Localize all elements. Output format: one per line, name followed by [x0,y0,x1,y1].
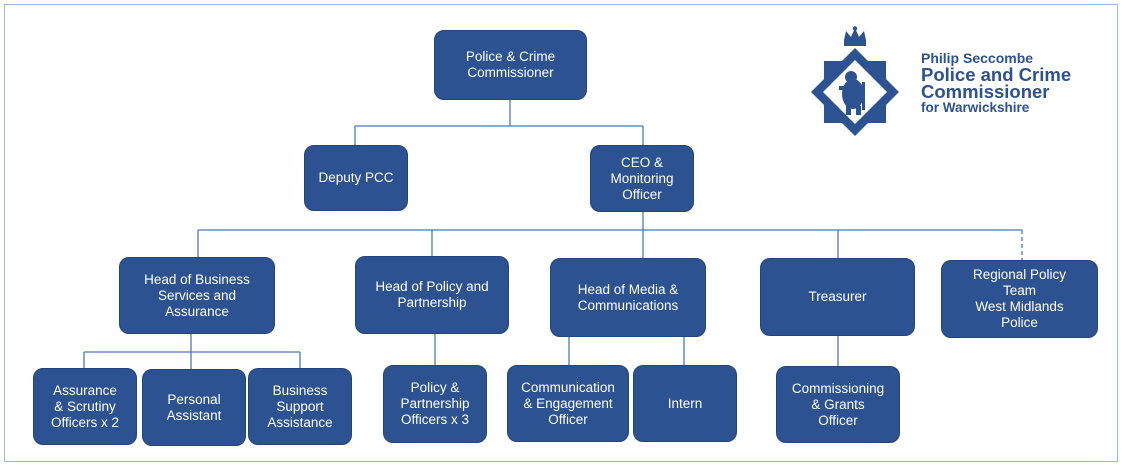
page-frame [4,4,1118,462]
assurance-officers-box: Assurance & Scrutiny Officers x 2 [33,368,137,445]
logo-line-1: Police and Crime [921,64,1072,85]
pcc-box: Police & Crime Commissioner [434,30,587,100]
deputy-pcc-box: Deputy PCC [304,145,408,211]
policy-officers-box: Policy & Partnership Officers x 3 [383,365,487,443]
personal-assistant-box: Personal Assistant [142,369,246,446]
treasurer-box: Treasurer [760,258,915,336]
head-media-box: Head of Media & Communications [550,258,706,337]
pcc-crest-icon [811,26,899,136]
logo-line-2: Commissioner [921,81,1050,102]
head-policy-box: Head of Policy and Partnership [355,256,509,334]
regional-policy-box: Regional Policy Team West Midlands Polic… [941,260,1098,338]
head-business-box: Head of Business Services and Assurance [119,257,275,334]
logo-line-3: for Warwickshire [921,100,1030,115]
logo-text: Philip Seccombe Police and Crime Commiss… [921,50,1071,116]
logo-name: Philip Seccombe [921,50,1034,66]
commissioning-officer-box: Commissioning & Grants Officer [776,366,900,443]
ceo-box: CEO & Monitoring Officer [590,145,694,212]
comms-officer-box: Communication & Engagement Officer [507,365,629,442]
intern-box: Intern [633,365,737,442]
business-support-box: Business Support Assistance [248,368,352,445]
